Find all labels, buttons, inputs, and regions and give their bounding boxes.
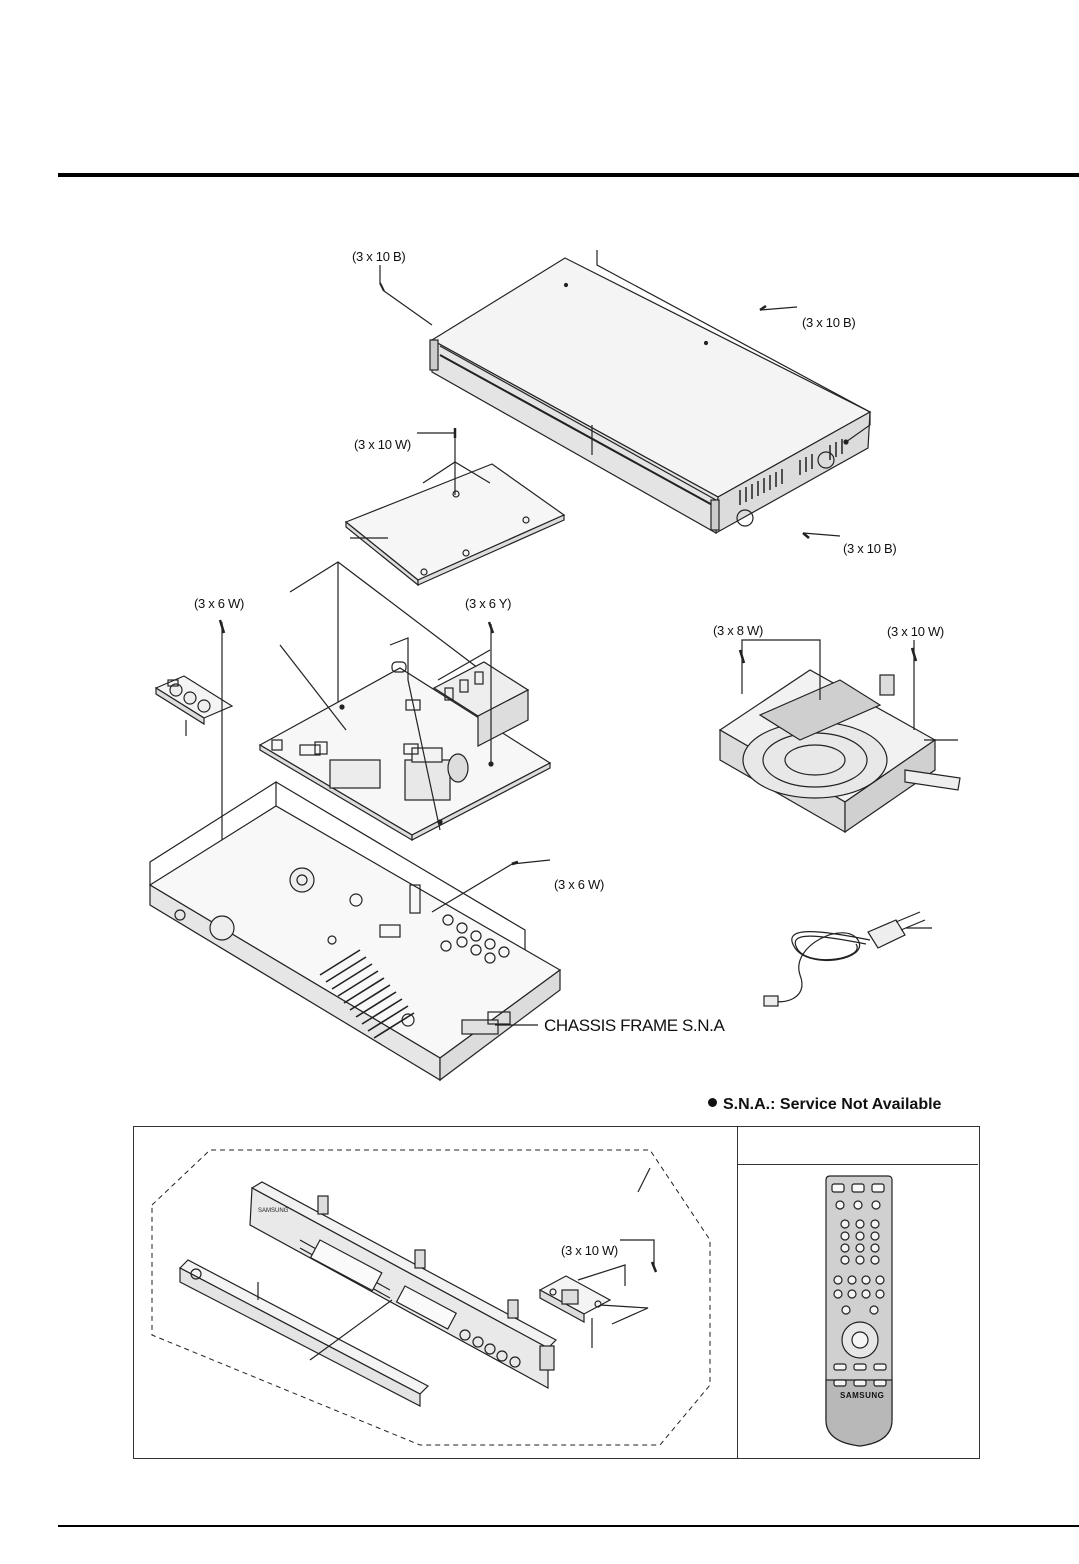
front-door xyxy=(178,1259,430,1407)
sna-note-text: S.N.A.: Service Not Available xyxy=(723,1096,942,1113)
label-screw-top-right: (3 x 10 B) xyxy=(802,315,856,330)
header-rule xyxy=(58,173,1079,177)
label-screw-front-panel: (3 x 10 W) xyxy=(561,1243,618,1258)
footer-rule xyxy=(58,1525,1079,1527)
box-divider-vertical xyxy=(737,1126,738,1458)
bullet-icon xyxy=(708,1098,717,1107)
screw-icon xyxy=(379,265,433,326)
label-screw-deck-left: (3 x 8 W) xyxy=(713,623,764,638)
label-chassis-frame: CHASSIS FRAME S.N.A xyxy=(544,1016,725,1035)
dvd-deck xyxy=(718,669,961,834)
front-panel: SAMSUNG xyxy=(249,1181,557,1390)
remote-brand: SAMSUNG xyxy=(840,1391,885,1400)
label-screw-top-left: (3 x 10 B) xyxy=(352,249,406,264)
svg-text:SAMSUNG: SAMSUNG xyxy=(258,1208,289,1214)
jack-board xyxy=(154,675,234,726)
top-cover xyxy=(429,257,872,535)
label-screw-jack: (3 x 6 W) xyxy=(194,596,245,611)
label-screw-pcb-top: (3 x 10 W) xyxy=(354,437,411,452)
label-screw-deck-right: (3 x 10 W) xyxy=(887,624,944,639)
label-screw-main: (3 x 6 Y) xyxy=(465,596,512,611)
power-cord xyxy=(763,911,926,1007)
chassis-frame xyxy=(148,780,562,1082)
label-screw-chassis: (3 x 6 W) xyxy=(554,877,605,892)
main-pcb xyxy=(258,661,552,842)
sna-note: S.N.A.: Service Not Available xyxy=(708,1096,941,1114)
remote-control xyxy=(825,1175,893,1447)
front-pcb xyxy=(538,1275,612,1324)
box-divider-horizontal xyxy=(738,1164,978,1165)
accessory-box xyxy=(133,1126,980,1459)
label-screw-back: (3 x 10 B) xyxy=(843,541,897,556)
